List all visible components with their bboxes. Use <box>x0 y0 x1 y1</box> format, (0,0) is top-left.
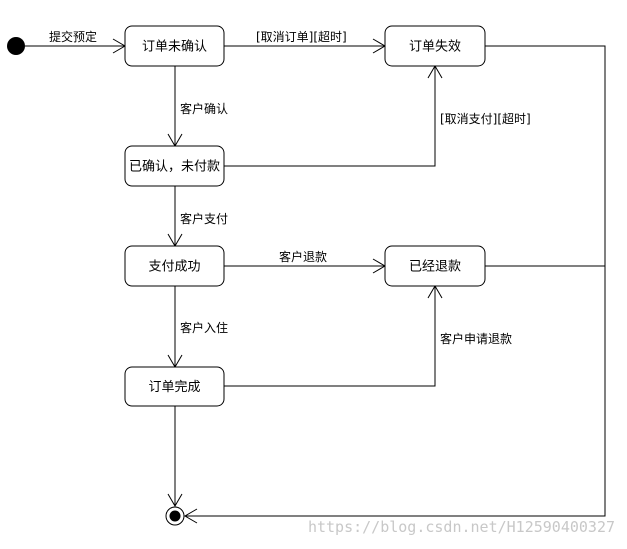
state-invalid-label: 订单失效 <box>409 40 461 55</box>
label-cancel-payment: [取消支付][超时] <box>440 111 531 126</box>
watermark-text: https://blog.csdn.net/H12590400327 <box>308 518 615 536</box>
label-customer-confirm: 客户确认 <box>180 101 228 116</box>
edge-cancel-payment <box>224 65 443 167</box>
label-customer-refund: 客户退款 <box>279 249 327 264</box>
edge-customer-request-refund <box>224 285 443 387</box>
state-confirmed-unpaid: 已确认，未付款 <box>124 145 225 187</box>
edge-completed-to-final <box>167 406 183 507</box>
label-cancel-order: [取消订单][超时] <box>256 29 347 44</box>
state-refunded: 已经退款 <box>384 245 486 287</box>
state-unconfirmed: 订单未确认 <box>124 25 225 67</box>
label-customer-request-refund: 客户申请退款 <box>440 331 512 346</box>
state-paid-label: 支付成功 <box>148 260 200 275</box>
state-confirmed-unpaid-label: 已确认，未付款 <box>129 160 220 175</box>
state-completed: 订单完成 <box>124 366 225 407</box>
edge-to-final-right <box>184 45 606 524</box>
state-refunded-label: 已经退款 <box>409 260 461 275</box>
label-submit: 提交预定 <box>49 29 97 44</box>
final-state-node <box>165 506 185 526</box>
initial-state-node <box>7 37 25 55</box>
state-completed-label: 订单完成 <box>148 380 200 395</box>
state-invalid: 订单失效 <box>384 25 486 67</box>
state-unconfirmed-label: 订单未确认 <box>142 40 207 55</box>
label-customer-pay: 客户支付 <box>180 211 228 226</box>
label-customer-checkin: 客户入住 <box>180 320 228 335</box>
state-paid: 支付成功 <box>124 245 225 287</box>
